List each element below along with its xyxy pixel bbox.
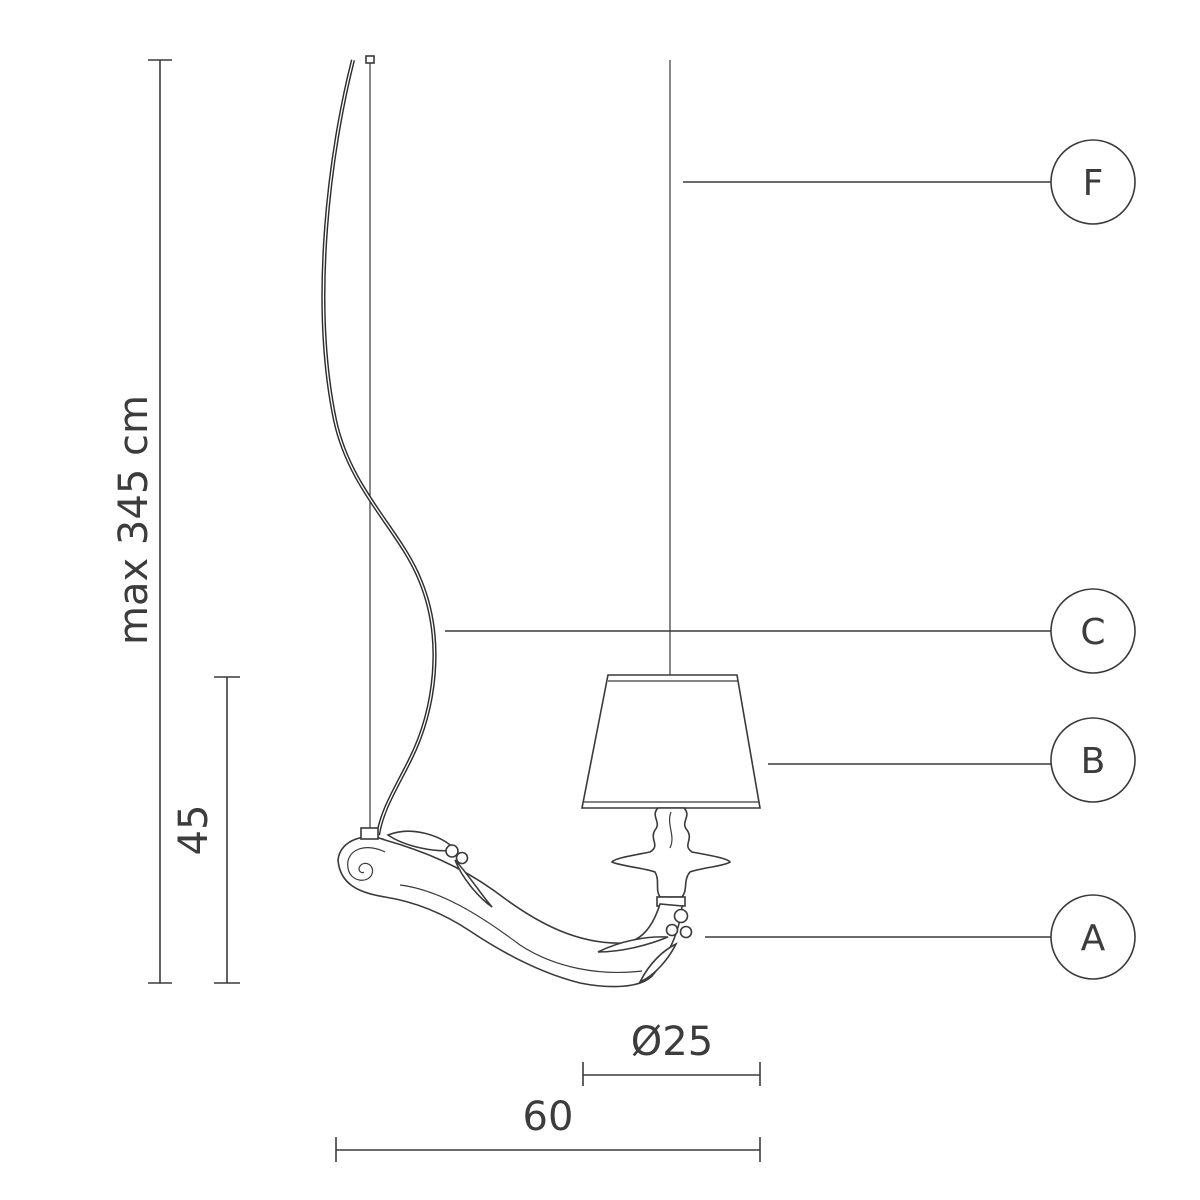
wire-top-clamp — [365, 55, 375, 64]
callout-circle-b — [1050, 717, 1136, 803]
total-height-label: max 345 cm — [111, 395, 157, 645]
lampshade — [581, 674, 761, 809]
callout-c: C — [445, 588, 1136, 674]
leaf-ornament — [454, 859, 493, 908]
lamp-arm-scroll — [347, 847, 386, 881]
callout-circle-c — [1050, 588, 1136, 674]
dimension-total-height: max 345 cm — [111, 59, 172, 984]
lamp-arm-inner-contour — [399, 884, 643, 974]
arm-hanging-mount — [360, 827, 379, 840]
total-width-label: 60 — [523, 1094, 574, 1140]
berry-ornament — [665, 923, 679, 937]
callout-label-f: F — [1083, 163, 1104, 204]
callout-circle-f — [1050, 139, 1136, 225]
candle-holder-inner-line — [668, 811, 673, 849]
callout-label-b: B — [1081, 741, 1106, 782]
candle-holder-stem — [610, 807, 732, 898]
callout-b: B — [768, 717, 1136, 803]
callout-circle-a — [1050, 894, 1136, 980]
callout-a: A — [705, 894, 1136, 980]
berry-ornament — [455, 851, 469, 865]
power-cable-inner — [322, 59, 436, 836]
dimension-body-height: 45 — [171, 676, 240, 984]
dimension-shade-diameter: Ø25 — [582, 1019, 761, 1086]
callout-label-a: A — [1081, 918, 1106, 959]
berry-ornament — [673, 908, 689, 924]
leaf-ornament — [638, 942, 678, 984]
callout-f: F — [683, 139, 1136, 225]
power-cable-outer — [321, 59, 437, 836]
lamp-arm — [337, 827, 693, 988]
lampshade-body — [581, 674, 761, 809]
dimension-total-width: 60 — [335, 1094, 761, 1162]
shade-diameter-label: Ø25 — [631, 1019, 713, 1065]
body-height-label: 45 — [171, 805, 217, 856]
power-cable — [321, 59, 437, 836]
callout-label-c: C — [1080, 612, 1105, 653]
berry-ornament — [679, 925, 693, 939]
berry-ornament — [445, 844, 459, 858]
leaf-ornament — [597, 936, 669, 953]
candle-holder — [610, 807, 732, 907]
lamp-arm-body — [337, 836, 683, 988]
